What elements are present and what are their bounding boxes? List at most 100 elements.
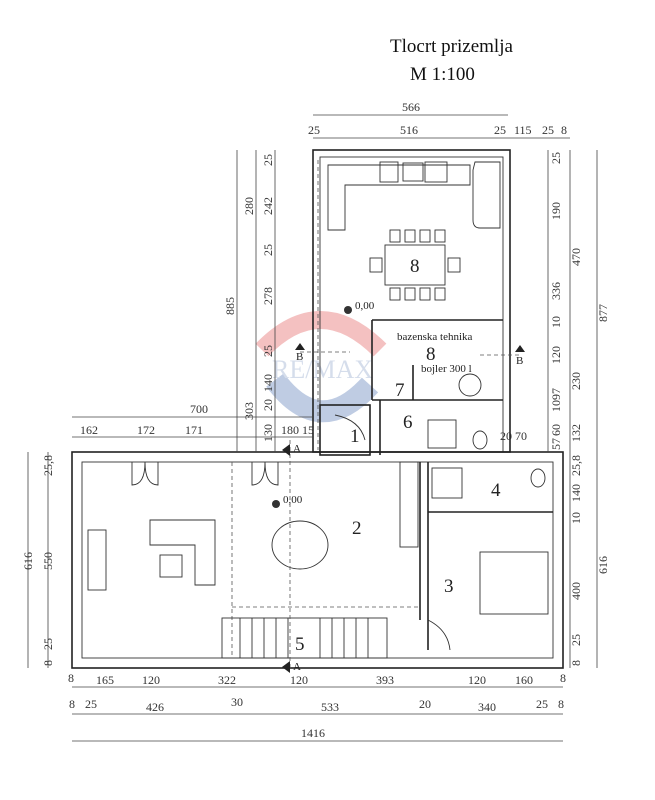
dimension-label: 8	[41, 660, 55, 666]
room-7: 7	[395, 380, 405, 401]
dimension-label: A	[293, 661, 301, 673]
dimension-label: 180	[281, 423, 299, 437]
dimension-label: 25	[549, 152, 563, 164]
dimension-label: 616	[21, 552, 35, 570]
section-markers: A A B B	[282, 343, 525, 673]
pool-tech-label: bazenska tehnika	[397, 331, 473, 343]
dims-left-lower: 616 25,8 550 25 8	[21, 455, 55, 666]
dimension-label: 0,00	[355, 300, 375, 312]
dimension-label: 8	[69, 697, 75, 711]
dimension-label: 57	[549, 438, 563, 450]
dimension-label: 700	[190, 402, 208, 416]
dimension-label: 115	[514, 123, 532, 137]
dimension-label: 97	[549, 388, 563, 400]
room-4: 4	[491, 480, 501, 501]
dimension-label: 20	[261, 399, 275, 411]
dimension-label: 25	[261, 244, 275, 256]
room-8: 8	[410, 256, 420, 277]
dims-mid-row: 700 162 172 171 180 15 20 70	[80, 402, 527, 443]
dim-bottom-total: 1416	[301, 726, 325, 740]
dimension-label: 336	[549, 282, 563, 300]
plan-title: Tlocrt prizemlja	[390, 36, 513, 57]
dimension-label: 25,8	[41, 455, 55, 476]
dimension-label: 340	[478, 700, 496, 714]
dimension-label: 533	[321, 700, 339, 714]
dimension-label: 0,00	[283, 494, 303, 506]
dimension-label: 15	[302, 423, 314, 437]
dimension-label: 278	[261, 287, 275, 305]
room-3: 3	[444, 576, 454, 597]
dimension-label: 25	[261, 154, 275, 166]
dimension-label: 322	[218, 673, 236, 687]
dimension-label: 132	[569, 424, 583, 442]
dimension-label: 230	[569, 372, 583, 390]
dimension-label: 10	[549, 400, 563, 412]
dims-right-upper: 25 190 336 10 120 97 10 60 57 470 230 13…	[549, 152, 610, 450]
dimension-label: 130	[261, 424, 275, 442]
furniture	[87, 161, 549, 659]
dimension-label: 120	[290, 673, 308, 687]
room-2: 2	[352, 518, 362, 539]
room-6: 6	[403, 412, 413, 433]
dimension-label: 120	[142, 673, 160, 687]
dimension-label: B	[296, 351, 303, 363]
dimension-label: 20	[419, 697, 431, 711]
bed	[479, 551, 549, 615]
dimension-label: 25	[542, 123, 554, 137]
dim-top-total: 566	[402, 100, 420, 114]
walls	[71, 149, 564, 669]
room-1: 1	[350, 426, 360, 447]
dimension-label: 25	[536, 697, 548, 711]
dimension-label: 8	[68, 671, 74, 685]
plan-scale: M 1:100	[410, 64, 475, 85]
dimension-label: 25	[308, 123, 320, 137]
dimension-label: B	[516, 355, 523, 367]
dimension-label: 8	[561, 123, 567, 137]
dimension-label: 393	[376, 673, 394, 687]
dimension-label: 30	[231, 695, 243, 709]
dimension-label: 400	[569, 582, 583, 600]
room-labels: 8 bazenska tehnika 8 bojler 300 l 7 1 6 …	[295, 256, 501, 655]
dimension-label: 8	[558, 697, 564, 711]
dims-left-upper: 885 280 303 25 242 25 278 25 140 20 130	[223, 154, 275, 442]
dims-bottom-row2: 8 25 426 30 533 20 340 25 8	[69, 695, 564, 714]
dining-table-kitchen	[384, 244, 446, 286]
dimension-label: 25,8	[569, 455, 583, 476]
dimension-label: RE/MAX	[272, 355, 373, 384]
dimension-label: 280	[242, 197, 256, 215]
dimension-label: 25	[85, 697, 97, 711]
dimension-label: 165	[96, 673, 114, 687]
dimension-label: 10	[549, 316, 563, 328]
room-5: 5	[295, 634, 305, 655]
dimension-label: 516	[400, 123, 418, 137]
dimension-label: 25	[41, 638, 55, 650]
dims-bottom-row1: 8 165 120 322 120 393 120 160 8	[68, 671, 566, 687]
dimension-label: 120	[468, 673, 486, 687]
dimension-label: 470	[569, 248, 583, 266]
dimension-label: 20 70	[500, 429, 527, 443]
dimension-label: 60	[549, 424, 563, 436]
dimension-label: 303	[242, 402, 256, 420]
dimension-label: 8	[569, 660, 583, 666]
dimension-label: 172	[137, 423, 155, 437]
dimension-label: 550	[41, 552, 55, 570]
dims-right-lower: 25,8 140 10 400 25 8 616	[569, 455, 610, 666]
dimension-label: 120	[549, 346, 563, 364]
dimension-label: 25	[569, 634, 583, 646]
dimension-label: 426	[146, 700, 164, 714]
remax-watermark: RE/MAX	[255, 311, 387, 423]
stairs	[221, 617, 388, 659]
dimension-label: 140	[569, 484, 583, 502]
dimension-label: 25	[494, 123, 506, 137]
dimension-label: 160	[515, 673, 533, 687]
dimension-label: 190	[549, 202, 563, 220]
dimension-label: 242	[261, 197, 275, 215]
level-markers: 0,00 0,00	[272, 300, 375, 508]
dimension-label: 171	[185, 423, 203, 437]
dimension-label: 885	[223, 297, 237, 315]
dimension-label: 616	[596, 556, 610, 574]
dimension-label: A	[293, 443, 301, 455]
dimension-label: 10	[569, 512, 583, 524]
room-8-pool: 8	[426, 344, 436, 365]
